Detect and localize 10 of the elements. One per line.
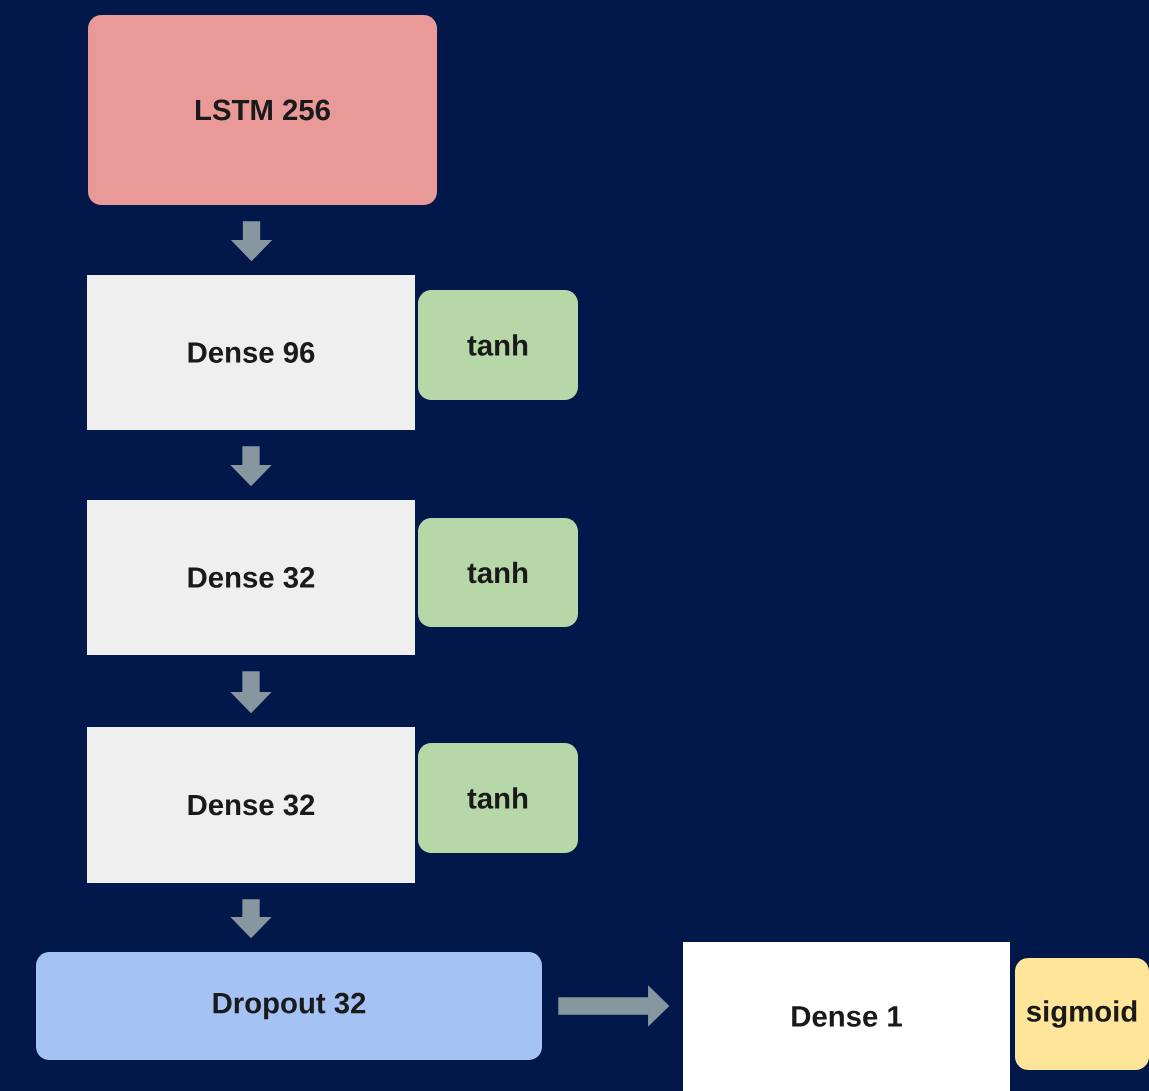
activation-tag: tanh xyxy=(418,290,578,400)
layer-box: Dense 32 xyxy=(87,727,415,883)
layer-box: Dropout 32 xyxy=(36,952,542,1060)
activation-tag: tanh xyxy=(418,743,578,853)
layer-box: Dense 1 xyxy=(683,942,1010,1091)
layer-box: Dense 32 xyxy=(87,500,415,655)
layer-box: Dense 96 xyxy=(87,275,415,430)
layer-box: LSTM 256 xyxy=(88,15,437,205)
activation-tag: sigmoid xyxy=(1015,958,1149,1070)
activation-tag: tanh xyxy=(418,518,578,627)
